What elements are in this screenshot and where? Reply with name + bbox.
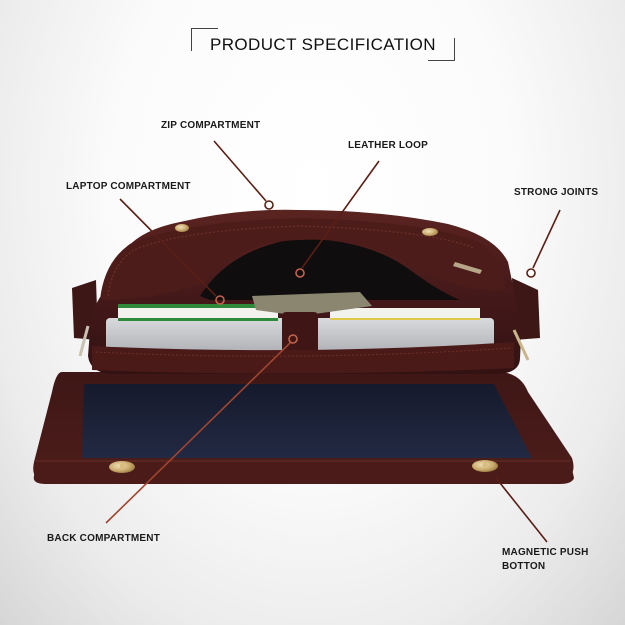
zipper-pull-left (78, 325, 90, 357)
bag-body (78, 209, 530, 374)
page-title-frame: PRODUCT SPECIFICATION (191, 28, 455, 61)
zipper-pull-top (453, 262, 482, 274)
rivet-left (175, 224, 189, 232)
callout-label-magnetic-line1: MAGNETIC PUSH (502, 547, 589, 558)
callout-label-magnetic-line2: BOTTON (502, 561, 546, 572)
callout-label-leather-loop: LEATHER LOOP (348, 140, 428, 151)
leather-loop-strap (282, 312, 318, 360)
zipper-pull-right (512, 329, 530, 361)
callout-lines (105, 140, 561, 543)
title-corner-top-left (191, 28, 218, 51)
title-corner-bottom-right (428, 38, 455, 61)
back-compartment-flap (33, 372, 574, 484)
callout-label-back-compartment: BACK COMPARTMENT (47, 533, 161, 544)
callout-label-magnetic-push-button: MAGNETIC PUSH BOTTON (502, 546, 589, 574)
zip-compartment-interior (200, 238, 460, 300)
callout-label-zip-compartment: ZIP COMPARTMENT (161, 120, 261, 131)
callout-label-laptop-compartment: LAPTOP COMPARTMENT (66, 181, 191, 192)
page-title: PRODUCT SPECIFICATION (210, 35, 436, 54)
notebook-green (118, 306, 278, 320)
rivet-right (422, 228, 438, 236)
notebook-yellow (330, 308, 480, 320)
gadget (252, 292, 372, 316)
callout-label-strong-joints: STRONG JOINTS (514, 187, 599, 198)
